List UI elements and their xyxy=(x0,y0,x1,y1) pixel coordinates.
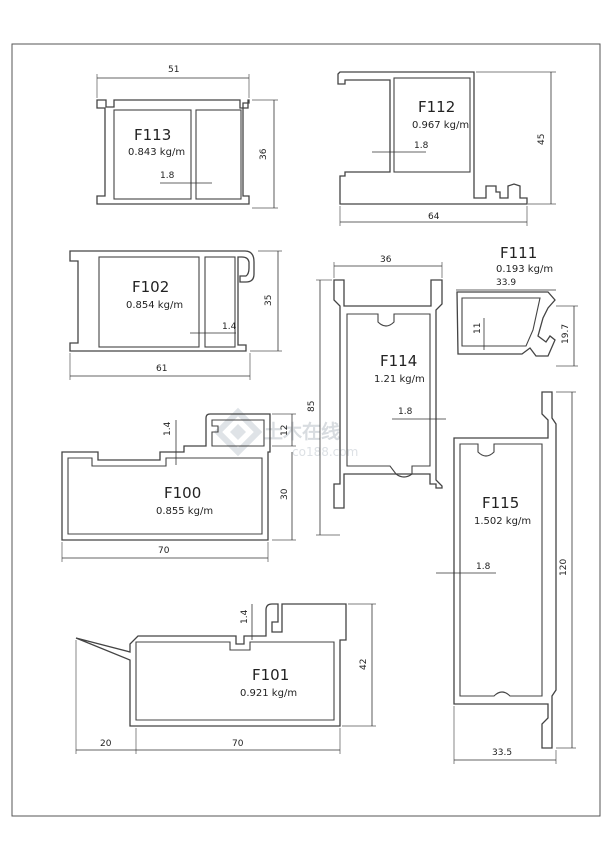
f111-depth-label: 11 xyxy=(473,323,483,334)
f115-wall-label: 1.8 xyxy=(476,562,491,572)
f111-weight: 0.193 kg/m xyxy=(496,264,553,275)
f113-code: F113 xyxy=(134,126,171,144)
f100-top-label: 12 xyxy=(280,425,290,436)
profile-f102: 35 61 1.4 F102 0.854 kg/m xyxy=(69,250,282,380)
watermark-logo-icon xyxy=(213,407,263,457)
f111-code: F111 xyxy=(500,244,537,262)
profile-f113: 51 36 1.8 F113 0.843 kg/m xyxy=(96,65,278,209)
f101-outline xyxy=(75,603,347,727)
f100-code: F100 xyxy=(164,484,201,502)
drawing-frame xyxy=(11,43,601,817)
f101-wall-label: 1.4 xyxy=(240,609,250,624)
profile-f112: 45 64 1.8 F112 0.967 kg/m xyxy=(337,71,556,226)
f100-inner xyxy=(67,457,263,535)
f102-wall-label: 1.4 xyxy=(222,322,237,332)
f112-height-label: 45 xyxy=(537,134,547,145)
f100-wall-label: 1.4 xyxy=(163,421,173,436)
f100-outline xyxy=(61,413,271,541)
f115-cell xyxy=(459,443,543,697)
f114-outline xyxy=(333,279,443,509)
profile-f114: 36 85 1.8 F114 1.21 kg/m xyxy=(307,255,446,536)
f113-outline xyxy=(96,99,250,205)
f112-width-label: 64 xyxy=(428,212,440,222)
f102-width-label: 61 xyxy=(156,364,167,374)
f102-cell-left xyxy=(98,256,200,348)
watermark: 土木在线 co188.com xyxy=(213,407,358,459)
profile-f100: 1.4 12 30 70 F100 0.855 kg/m xyxy=(61,413,296,562)
f101-ext-label: 20 xyxy=(100,739,112,749)
f101-weight: 0.921 kg/m xyxy=(240,688,297,699)
f113-width-label: 51 xyxy=(168,65,179,75)
f101-inner xyxy=(135,641,335,721)
f114-height-label: 85 xyxy=(307,401,317,412)
f114-code: F114 xyxy=(380,352,417,370)
f115-height-label: 120 xyxy=(559,559,569,576)
f112-weight: 0.967 kg/m xyxy=(412,120,469,131)
f111-inner xyxy=(461,297,541,347)
f114-weight: 1.21 kg/m xyxy=(374,374,425,385)
f112-outline xyxy=(337,71,528,205)
f114-cell xyxy=(346,313,431,478)
f102-cell-right xyxy=(204,256,236,348)
f112-wall-label: 1.8 xyxy=(414,141,429,151)
f113-wall-label: 1.8 xyxy=(160,171,175,181)
f115-weight: 1.502 kg/m xyxy=(474,516,531,527)
f113-cell-left xyxy=(113,109,192,200)
profile-f101: 1.4 42 20 70 F101 0.921 kg/m xyxy=(75,603,376,754)
watermark-text: 土木在线 xyxy=(264,420,340,443)
f100-height-label: 30 xyxy=(280,488,290,500)
f100-top-tube xyxy=(211,419,265,447)
watermark-subtext: co188.com xyxy=(292,445,358,459)
f113-cell-right xyxy=(195,109,242,200)
f102-weight: 0.854 kg/m xyxy=(126,300,183,311)
f115-code: F115 xyxy=(482,494,519,512)
f115-outline xyxy=(453,391,557,749)
f102-code: F102 xyxy=(132,278,169,296)
f102-height-label: 35 xyxy=(264,295,274,306)
f101-width-label: 70 xyxy=(232,739,244,749)
f115-width-label: 33.5 xyxy=(492,748,512,758)
f112-cell xyxy=(393,77,471,173)
f101-height-label: 42 xyxy=(359,659,369,670)
f112-code: F112 xyxy=(418,98,455,116)
f113-height-label: 36 xyxy=(259,148,269,160)
profile-f111: 33.9 19.7 11 F111 0.193 kg/m xyxy=(456,244,578,367)
f114-width-label: 36 xyxy=(380,255,392,265)
f113-weight: 0.843 kg/m xyxy=(128,147,185,158)
f101-code: F101 xyxy=(252,666,289,684)
f111-height-label: 19.7 xyxy=(561,324,571,344)
f100-width-label: 70 xyxy=(158,546,170,556)
f111-outline xyxy=(456,291,556,357)
f100-weight: 0.855 kg/m xyxy=(156,506,213,517)
f114-wall-label: 1.8 xyxy=(398,407,413,417)
f111-width-label: 33.9 xyxy=(496,278,516,288)
f102-outline xyxy=(69,250,255,352)
profile-f115: 120 33.5 1.8 F115 1.502 kg/m xyxy=(436,391,576,764)
